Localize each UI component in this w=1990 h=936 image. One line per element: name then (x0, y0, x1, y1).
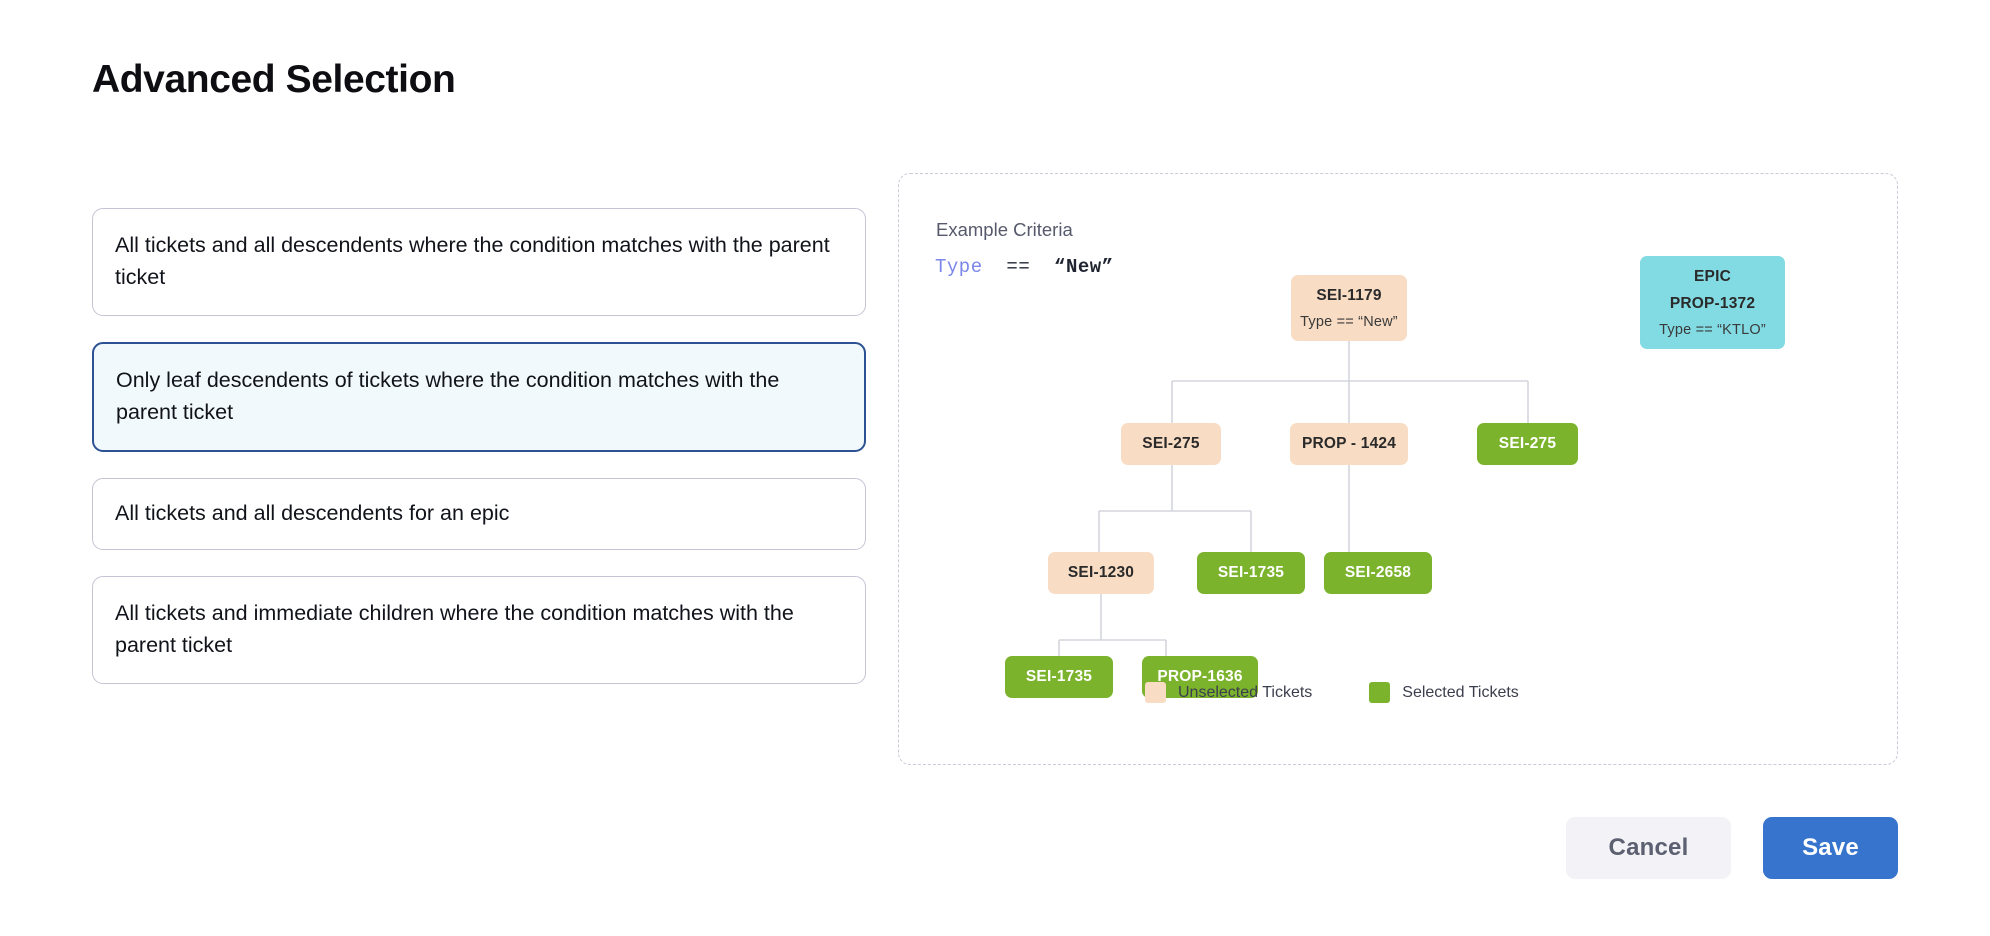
option-card-leaf-descendents[interactable]: Only leaf descendents of tickets where t… (92, 342, 866, 453)
legend-label: Unselected Tickets (1178, 683, 1313, 701)
criteria-operator: == (1006, 256, 1031, 278)
node-title: PROP-1636 (1157, 668, 1243, 685)
node-title: SEI-2658 (1344, 564, 1412, 581)
example-diagram-panel: Example Criteria Type == “New” (898, 173, 1898, 765)
node-title: SEI-1230 (1067, 564, 1135, 581)
node-title: SEI-1179 (1316, 286, 1382, 304)
node-title: PROP - 1424 (1301, 435, 1397, 452)
option-label: All tickets and immediate children where… (115, 600, 794, 657)
diagram-legend: Unselected Tickets Selected Tickets (1145, 682, 1519, 703)
criteria-expression: Type == “New” (935, 256, 1114, 278)
legend-label: Selected Tickets (1402, 683, 1519, 701)
tree-node-sei-1179[interactable]: SEI-1179 Type == “New” (1291, 275, 1407, 341)
node-subtitle: Type == “KTLO” (1659, 321, 1766, 338)
ticket-tree: SEI-1179 Type == “New” EPIC PROP-1372 Ty… (899, 174, 1899, 766)
node-title: SEI-275 (1142, 435, 1200, 452)
option-card-immediate-children[interactable]: All tickets and immediate children where… (92, 575, 866, 685)
selected-swatch-icon (1369, 682, 1391, 703)
save-button[interactable]: Save (1763, 817, 1898, 879)
tree-node-sei-1735-leaf[interactable]: SEI-1735 (1005, 656, 1113, 698)
node-key: PROP-1372 (1669, 294, 1756, 312)
cancel-button[interactable]: Cancel (1566, 817, 1731, 879)
tree-node-sei-275-selected[interactable]: SEI-275 (1477, 423, 1578, 465)
option-label: All tickets and all descendents where th… (115, 233, 830, 289)
tree-node-sei-1735-mid[interactable]: SEI-1735 (1197, 552, 1305, 594)
option-label: Only leaf descendents of tickets where t… (116, 368, 780, 424)
selection-options-list: All tickets and all descendents where th… (92, 208, 866, 710)
unselected-swatch-icon (1145, 682, 1166, 703)
dialog-footer: Cancel Save (1566, 817, 1898, 879)
tree-connectors (1058, 341, 1529, 656)
node-title: SEI-1735 (1025, 668, 1093, 685)
criteria-value: “New” (1054, 256, 1114, 278)
tree-node-sei-2658[interactable]: SEI-2658 (1324, 552, 1432, 594)
criteria-label: Example Criteria (936, 219, 1073, 240)
tree-node-epic-prop-1372[interactable]: EPIC PROP-1372 Type == “KTLO” (1640, 256, 1785, 349)
criteria-field: Type (935, 256, 983, 278)
node-subtitle: Type == “New” (1300, 313, 1398, 330)
tree-node-sei-1230[interactable]: SEI-1230 (1048, 552, 1154, 594)
node-title: SEI-275 (1498, 435, 1557, 452)
node-title: SEI-1735 (1217, 564, 1285, 581)
legend-item-unselected: Unselected Tickets (1145, 682, 1312, 703)
option-card-epic-descendents[interactable]: All tickets and all descendents for an e… (92, 478, 866, 550)
tree-node-prop-1424[interactable]: PROP - 1424 (1290, 423, 1408, 465)
legend-item-selected: Selected Tickets (1369, 682, 1519, 703)
node-title: EPIC (1694, 267, 1731, 285)
option-card-all-descendents[interactable]: All tickets and all descendents where th… (92, 208, 866, 317)
tree-node-sei-275-unselected[interactable]: SEI-275 (1121, 423, 1221, 465)
page-title: Advanced Selection (92, 58, 456, 101)
option-label: All tickets and all descendents for an e… (115, 501, 510, 526)
